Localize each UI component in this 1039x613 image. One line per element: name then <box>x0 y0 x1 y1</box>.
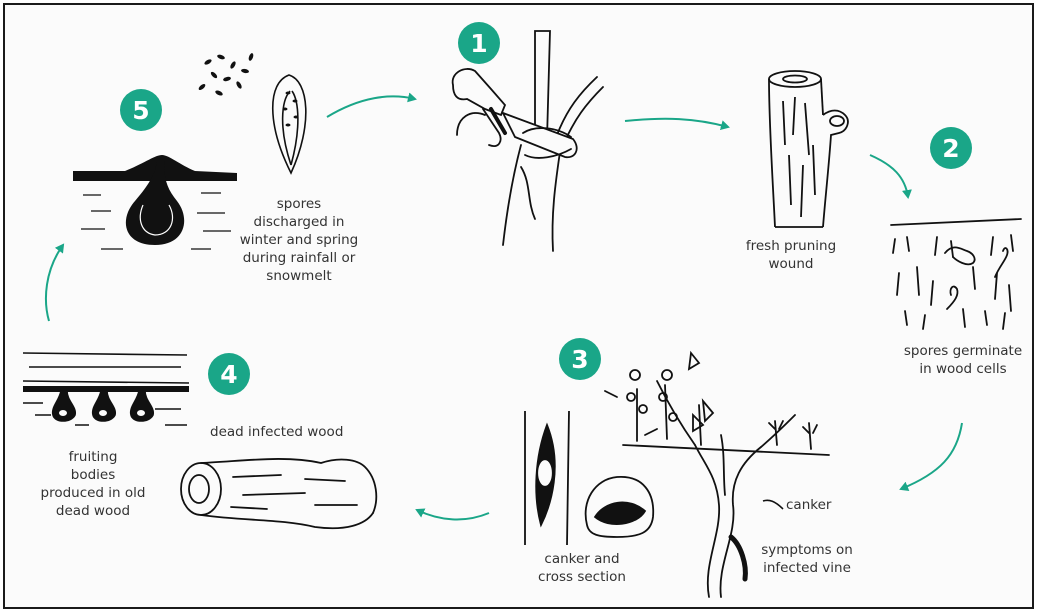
stage-badge-4: 4 <box>208 353 250 395</box>
stage-badge-5: 5 <box>120 89 162 131</box>
caption-symptoms: symptoms on infected vine <box>747 541 867 577</box>
stage-badge-1: 1 <box>458 22 500 64</box>
caption-spores-discharged: spores discharged in winter and spring d… <box>229 195 369 285</box>
caption-canker-cross-section: canker and cross section <box>527 550 637 586</box>
dead-wood-log-icon <box>181 459 376 528</box>
canker-section-icon <box>525 411 653 545</box>
diagram-frame: 1 2 3 4 5 spores discharged in winter an… <box>3 3 1034 609</box>
vine-stump-icon <box>769 71 848 227</box>
cycle-arrow-icon <box>327 96 415 117</box>
cycle-arrow-icon <box>417 510 489 519</box>
cycle-arrow-icon <box>763 500 783 509</box>
caption-spores-germinate: spores germinate in wood cells <box>893 342 1033 378</box>
cycle-arrow-icon <box>46 245 63 321</box>
cycle-arrow-icon <box>870 155 908 197</box>
stage-badge-2: 2 <box>930 127 972 169</box>
disease-cycle-illustration <box>5 5 1036 611</box>
perithecium-icon <box>73 155 237 249</box>
fruiting-bodies-icon <box>23 353 189 425</box>
wood-cells-icon <box>891 219 1021 329</box>
cycle-arrow-icon <box>625 119 728 127</box>
pruning-shears-icon <box>453 31 603 251</box>
caption-dead-infected-wood: dead infected wood <box>210 423 343 441</box>
cycle-arrow-icon <box>901 423 962 489</box>
ascus-icon <box>273 75 306 173</box>
caption-fruiting-bodies: fruiting bodies produced in old dead woo… <box>23 448 163 520</box>
caption-fresh-pruning-wound: fresh pruning wound <box>735 237 847 273</box>
spores-icon <box>198 53 255 97</box>
caption-canker: canker <box>786 496 831 514</box>
stage-badge-3: 3 <box>559 338 601 380</box>
